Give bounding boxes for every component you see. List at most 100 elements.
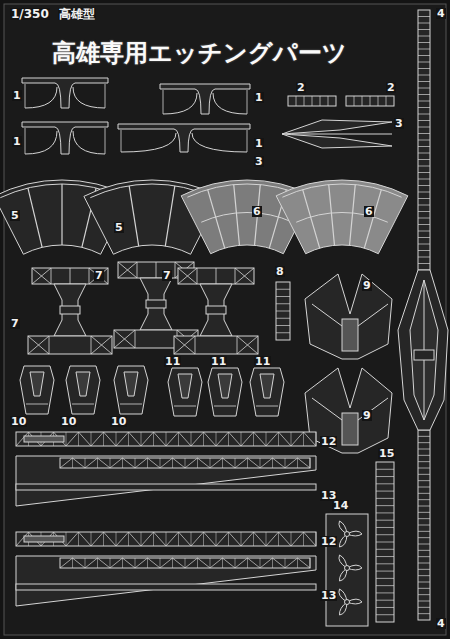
etched-stroke <box>91 336 112 354</box>
etched-stroke <box>260 458 261 468</box>
ladder-part <box>346 96 394 106</box>
propeller-hub <box>345 566 350 571</box>
etched-stroke <box>320 96 321 106</box>
etched-stroke <box>154 532 167 546</box>
etched-stroke <box>148 558 161 568</box>
propeller-hub <box>345 532 350 537</box>
truss-part <box>16 432 316 446</box>
etched-stroke <box>228 532 229 546</box>
etched-stroke <box>273 558 286 568</box>
ladder-part <box>276 282 290 340</box>
etched-stroke <box>210 558 211 568</box>
ladder-part <box>418 10 430 270</box>
etched-stroke <box>116 432 129 446</box>
etched-stroke <box>292 134 392 135</box>
etched-stroke <box>223 458 236 468</box>
etched-stroke <box>179 532 192 546</box>
etched-stroke <box>156 262 157 278</box>
etched-stroke <box>210 458 211 468</box>
etched-stroke <box>235 558 236 568</box>
truss-part <box>60 558 310 568</box>
etched-stroke <box>254 432 267 446</box>
etched-stroke <box>253 432 254 446</box>
etched-stroke <box>216 432 229 446</box>
platform-window <box>124 372 138 396</box>
etched-stroke <box>376 542 394 543</box>
callout-number: 4 <box>436 618 446 629</box>
callout-number: 10 <box>60 416 77 427</box>
etched-stroke <box>291 432 304 446</box>
etched-stroke <box>418 594 430 595</box>
etched-stroke <box>418 55 430 56</box>
etched-stroke <box>235 268 254 284</box>
etched-stroke <box>197 558 198 568</box>
etched-stroke <box>350 185 356 246</box>
etched-stroke <box>165 186 175 246</box>
etched-stroke <box>418 218 430 219</box>
etched-stroke <box>256 406 278 407</box>
etched-stroke <box>91 432 104 446</box>
etched-stroke <box>418 537 430 538</box>
small-platform <box>66 366 100 414</box>
etched-stroke <box>418 588 430 589</box>
sheet-title: 高雄専用エッチングパーツ <box>52 40 347 66</box>
bracket-part <box>22 78 108 108</box>
etched-stroke <box>228 432 229 446</box>
platform-window <box>178 374 192 398</box>
frame-joint <box>206 306 226 314</box>
bracket-curve <box>73 87 105 108</box>
frame-base <box>28 336 112 354</box>
etched-stroke <box>418 75 430 76</box>
etched-stroke <box>60 458 73 468</box>
callout-number: 10 <box>10 416 27 427</box>
etched-stroke <box>229 532 242 546</box>
bar-slot <box>24 436 64 442</box>
etched-stroke <box>354 96 355 106</box>
truss-part <box>16 532 316 546</box>
etched-stroke <box>278 532 279 546</box>
etched-stroke <box>418 159 430 160</box>
etched-stroke <box>272 458 273 468</box>
callout-number: 1 <box>12 90 22 101</box>
etched-stroke <box>191 432 192 446</box>
callout-number: 11 <box>210 356 227 367</box>
frame-post <box>140 278 172 330</box>
callout-number: 2 <box>296 82 306 93</box>
etched-stroke <box>97 458 98 468</box>
etched-stroke <box>376 549 394 550</box>
etched-stroke <box>110 558 111 568</box>
etched-stroke <box>418 198 430 199</box>
etched-stroke <box>91 532 104 546</box>
etched-stroke <box>316 532 317 546</box>
etched-stroke <box>105 128 106 154</box>
etched-stroke <box>110 458 123 468</box>
etched-stroke <box>279 432 292 446</box>
etched-stroke <box>178 268 197 284</box>
etched-stroke <box>49 336 50 354</box>
etched-stroke <box>174 336 195 354</box>
etched-stroke <box>216 532 229 546</box>
etched-stroke <box>128 432 129 446</box>
etched-stroke <box>418 127 430 128</box>
header-text: 1/350 <box>10 8 50 20</box>
etched-stroke <box>418 512 430 513</box>
etched-stroke <box>85 558 98 568</box>
etched-stroke <box>418 506 430 507</box>
callout-number: 10 <box>110 416 127 427</box>
platform-window <box>260 374 274 398</box>
etched-stroke <box>89 268 90 284</box>
etched-stroke <box>234 185 240 246</box>
etched-stroke <box>203 432 204 446</box>
etched-stroke <box>26 404 48 405</box>
etched-stroke <box>198 558 211 568</box>
etched-stroke <box>418 29 430 30</box>
etched-stroke <box>418 120 430 121</box>
butterfly-part <box>305 274 392 359</box>
etched-stroke <box>166 532 179 546</box>
etched-stroke <box>418 153 430 154</box>
etched-stroke <box>376 512 394 513</box>
etched-stroke <box>418 205 430 206</box>
etched-stroke <box>418 62 430 63</box>
